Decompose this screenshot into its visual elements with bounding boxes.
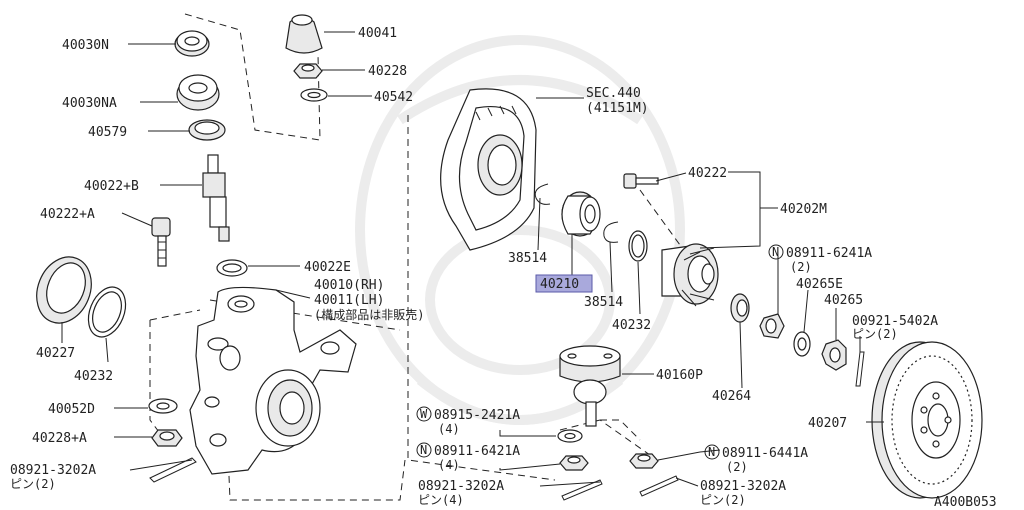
label-40210[interactable]: 40210	[540, 277, 579, 292]
label-qty4-a: (4)	[438, 422, 460, 436]
label-40022B[interactable]: 40022+B	[84, 179, 139, 194]
boot-40041[interactable]	[285, 14, 323, 54]
knuckle-40010[interactable]	[189, 286, 357, 475]
label-40228A[interactable]: 40228+A	[32, 431, 87, 446]
snap-ring-40232-left[interactable]	[81, 282, 132, 343]
cotter-pin-mid[interactable]	[561, 479, 603, 501]
washer-40542[interactable]	[300, 88, 328, 102]
washer-08915-2421A[interactable]	[557, 429, 583, 443]
highlight-40210	[535, 274, 593, 293]
label-pin4: ピン(4)	[418, 493, 464, 507]
label-40264[interactable]: 40264	[712, 389, 751, 404]
snap-ring-40232-right[interactable]	[628, 230, 648, 262]
nut-08911-6421A[interactable]	[559, 455, 589, 471]
label-08921-3202A-mid[interactable]: 08921-3202A	[418, 479, 504, 494]
nut-08911-6241A[interactable]	[759, 313, 785, 339]
washer-40052D[interactable]	[148, 398, 178, 414]
svg-text:N: N	[772, 245, 779, 259]
circle-n-6441A: N	[704, 444, 720, 460]
label-sec440-sub: (41151M)	[586, 101, 649, 116]
nut-08911-6441A[interactable]	[629, 453, 659, 469]
label-08921-3202A-left[interactable]: 08921-3202A	[10, 463, 96, 478]
circle-n-6421A: N	[416, 442, 432, 458]
svg-text:W: W	[420, 407, 428, 421]
label-pin2-c: ピン(2)	[700, 493, 746, 507]
svg-text:N: N	[420, 443, 427, 457]
label-00921-5402A[interactable]: 00921-5402A	[852, 314, 938, 329]
seal-40227[interactable]	[27, 249, 101, 332]
ring-40579[interactable]	[188, 119, 226, 141]
label-40030NA[interactable]: 40030NA	[62, 96, 117, 111]
part-labels: 40030N 40030NA 40579 40022+B 40222+A 400…	[10, 26, 997, 510]
label-40265E[interactable]: 40265E	[796, 277, 843, 292]
label-pin2-left: ピン(2)	[10, 477, 56, 491]
washer-40022E[interactable]	[216, 259, 248, 277]
label-40232-left[interactable]: 40232	[74, 369, 113, 384]
washer-40265E[interactable]	[793, 331, 811, 357]
label-qty4-b: (4)	[438, 458, 460, 472]
label-40222A[interactable]: 40222+A	[40, 207, 95, 222]
dust-shield-sec440[interactable]	[440, 88, 537, 251]
circle-w-2421A: W	[416, 406, 432, 422]
ball-joint-40160P[interactable]	[559, 345, 621, 427]
nut-40228A[interactable]	[151, 429, 183, 447]
hub-40202M[interactable]	[661, 243, 719, 307]
label-08911-6441A[interactable]: 08911-6441A	[722, 446, 808, 461]
label-40222[interactable]: 40222	[688, 166, 727, 181]
snap-ring-38514-a[interactable]	[534, 183, 551, 205]
label-qty2-a: (2)	[790, 260, 812, 274]
bearing-40030NA[interactable]	[176, 74, 220, 111]
label-40542[interactable]: 40542	[374, 90, 413, 105]
label-40041[interactable]: 40041	[358, 26, 397, 41]
label-40030N[interactable]: 40030N	[62, 38, 109, 53]
rotor-40207[interactable]	[871, 341, 983, 499]
label-40010[interactable]: 40010(RH)	[314, 278, 384, 293]
label-40227[interactable]: 40227	[36, 346, 75, 361]
kingpin-40022B[interactable]	[202, 154, 230, 242]
label-40207[interactable]: 40207	[808, 416, 847, 431]
diagram-code: A400B053	[934, 495, 997, 510]
label-40011[interactable]: 40011(LH)	[314, 293, 384, 308]
label-08915-2421A[interactable]: 08915-2421A	[434, 408, 520, 423]
nut-40228[interactable]	[293, 63, 323, 79]
bolt-40222[interactable]	[623, 173, 659, 189]
label-40052D[interactable]: 40052D	[48, 402, 95, 417]
bearing-40030N[interactable]	[174, 30, 210, 57]
label-08921-3202A-right[interactable]: 08921-3202A	[700, 479, 786, 494]
label-40011-note: (構成部品は非販売)	[314, 307, 424, 322]
label-40160P[interactable]: 40160P	[656, 368, 703, 383]
bearing-40264[interactable]	[730, 293, 750, 323]
label-40579[interactable]: 40579	[88, 125, 127, 140]
svg-text:N: N	[708, 445, 715, 459]
label-qty2-c: (2)	[726, 460, 748, 474]
label-38514-a[interactable]: 38514	[508, 251, 547, 266]
label-08911-6421A[interactable]: 08911-6421A	[434, 444, 520, 459]
label-38514-b[interactable]: 38514	[584, 295, 623, 310]
label-40228[interactable]: 40228	[368, 64, 407, 79]
cotter-pin-00921[interactable]	[855, 351, 865, 387]
cotter-pin-right[interactable]	[639, 475, 679, 497]
lock-nut-40265[interactable]	[821, 339, 847, 371]
leader-lines	[61, 31, 884, 471]
label-40022E[interactable]: 40022E	[304, 260, 351, 275]
label-sec440[interactable]: SEC.440	[586, 86, 641, 101]
label-40265[interactable]: 40265	[824, 293, 863, 308]
label-08911-6241A[interactable]: 08911-6241A	[786, 246, 872, 261]
bearing-40210[interactable]	[561, 191, 601, 237]
bolt-40222A[interactable]	[151, 217, 171, 267]
circle-n-6241A: N	[768, 244, 784, 260]
snap-ring-38514-b[interactable]	[603, 221, 619, 243]
label-40202M[interactable]: 40202M	[780, 202, 827, 217]
cotter-pin-left[interactable]	[149, 457, 197, 483]
label-40232-right[interactable]: 40232	[612, 318, 651, 333]
label-pin2-b: ピン(2)	[852, 327, 898, 341]
